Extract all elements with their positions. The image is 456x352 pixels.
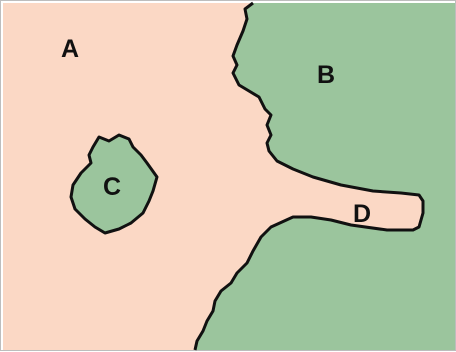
region-c-area <box>69 133 159 235</box>
region-b-label: B <box>317 61 335 89</box>
region-b-area <box>195 3 455 350</box>
region-a-label: A <box>61 35 79 63</box>
region-c-label: C <box>103 173 121 201</box>
region-d-label: D <box>353 200 371 228</box>
region-d-area <box>251 125 423 237</box>
coastline-border <box>193 1 425 351</box>
